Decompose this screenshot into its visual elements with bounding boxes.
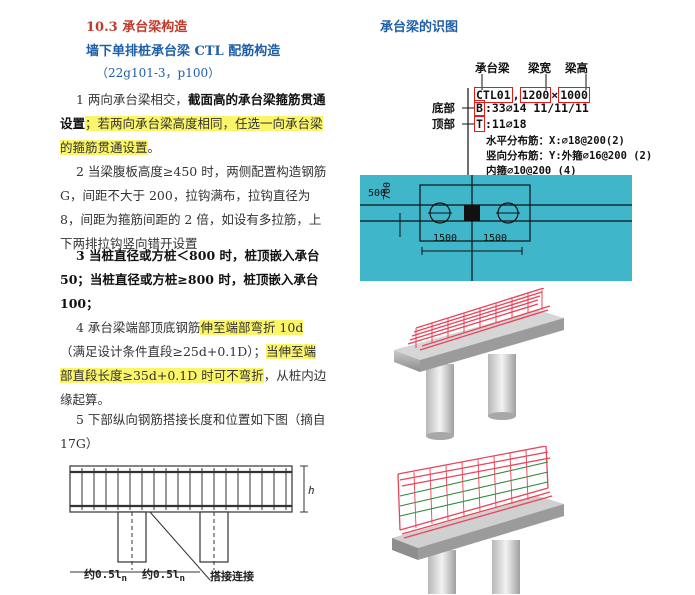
p3-text: 3 当桩直径或方桩＜800 时，桩顶嵌入承台 50；当桩直径或方桩≥800 时，…	[60, 248, 320, 311]
paragraph-5: 5 下部纵向钢筋搭接长度和位置如下图（摘自 17G）	[60, 408, 328, 456]
plan-view	[360, 175, 632, 281]
top-label: 顶部	[432, 117, 455, 131]
code-width: 1200	[519, 87, 552, 103]
top-rebar: T:11⌀18	[474, 116, 527, 132]
header-height: 梁高	[565, 61, 588, 75]
height-label: h	[308, 484, 315, 497]
p1-highlight: ；若两向承台梁高度相同，任选一向承台梁的箍筋贯通设置	[60, 116, 323, 155]
paragraph-4: 4 承台梁端部顶底钢筋伸至端部弯折 10d （满足设计条件直段≥25d+0.1D）…	[60, 316, 328, 412]
reference: （22g101-3，p100）	[96, 66, 221, 80]
render-cap-beam-bottom	[392, 446, 564, 594]
p4-end: ，从桩内边缘起算。	[60, 368, 327, 407]
horizontal-rebar: 水平分布筋：X:⌀18@200(2)	[486, 135, 625, 147]
sub-title: 墙下单排桩承台梁 CTL 配筋构造	[86, 44, 281, 59]
vertical-rebar: 竖向分布筋：Y:外箍⌀16@200 (2)	[486, 150, 653, 162]
header-beam: 承台梁	[475, 61, 510, 75]
p4-cond: （满足设计条件直段≥25d+0.1D）；	[60, 344, 267, 359]
code-name: CTL01	[474, 87, 513, 103]
lap-splice-label: 搭接连接	[210, 570, 254, 583]
p1-end: 。	[147, 140, 161, 155]
header-leaders	[481, 74, 587, 90]
bottom-rebar: B:33⌀14 11/11/11	[474, 100, 589, 116]
bottom-label: 底部	[432, 101, 455, 115]
lap-length-left: 约0.5ln	[84, 568, 128, 585]
dim-1500-left: 1500	[433, 233, 458, 244]
dim-500: 500	[368, 188, 387, 199]
header-width: 梁宽	[528, 61, 551, 75]
p2-text: 2 当梁腹板高度≥450 时，两侧配置构造钢筋 G，间距不大于 200，拉钩满布…	[60, 164, 327, 251]
dim-1500-right: 1500	[483, 233, 508, 244]
inner-stirrup: 内箍⌀10@200 (4)	[486, 165, 577, 177]
lap-splice-diagram	[69, 465, 308, 581]
paragraph-2: 2 当梁腹板高度≥450 时，两侧配置构造钢筋 G，间距不大于 200，拉钩满布…	[60, 160, 328, 256]
beam-code: CTL01,1200×1000	[474, 87, 590, 103]
p4-highlight-1: 伸至端部弯折 10d	[200, 320, 304, 335]
p1-bold: 截面高的承台梁箍筋贯通设置	[60, 92, 326, 131]
right-title: 承台梁的识图	[380, 20, 459, 35]
p5-text: 5 下部纵向钢筋搭接长度和位置如下图（摘自 17G）	[60, 412, 326, 451]
p1-intro: 1 两向承台梁相交，	[76, 92, 188, 107]
paragraph-1: 1 两向承台梁相交，截面高的承台梁箍筋贯通设置；若两向承台梁高度相同，任选一向承…	[60, 88, 328, 160]
code-height: 1000	[558, 87, 590, 103]
p4-intro: 4 承台梁端部顶底钢筋	[76, 320, 201, 335]
dim-700: 700	[382, 181, 393, 200]
section-title: 10.3 承台梁构造	[86, 20, 188, 35]
render-cap-beam-top	[394, 288, 564, 440]
paragraph-3: 3 当桩直径或方桩＜800 时，桩顶嵌入承台 50；当桩直径或方桩≥800 时，…	[60, 244, 328, 316]
lap-length-mid: 约0.5ln	[142, 568, 186, 585]
plan-drawing	[360, 175, 632, 281]
